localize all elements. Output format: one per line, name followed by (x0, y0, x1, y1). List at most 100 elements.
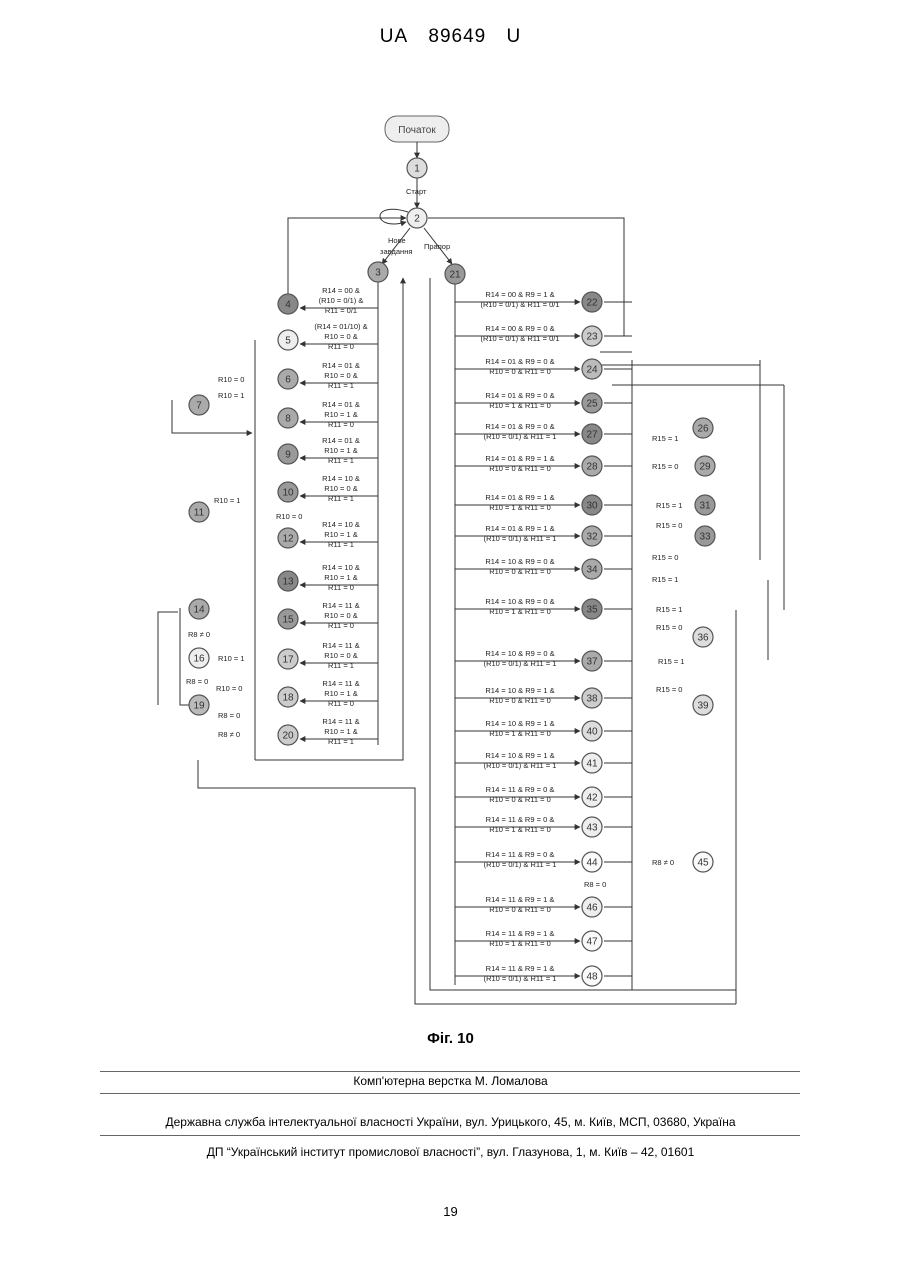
state-number: 33 (699, 532, 711, 543)
edge-condition-label: R15 = 0 (656, 685, 682, 694)
institute-address: ДП “Український інститут промислової вла… (0, 1145, 901, 1159)
right-condition-line: (R10 = 0/1) & R11 = 0/1 (480, 300, 559, 309)
right-condition-line: R10 = 0 & R11 = 0 (489, 464, 551, 473)
edge-condition-label: R10 = 1 (218, 654, 244, 663)
right-condition-line: R14 = 01 & R9 = 1 & (485, 524, 554, 533)
left-condition-line: R11 = 1 (328, 381, 354, 390)
right-condition-line: R14 = 10 & R9 = 1 & (485, 751, 554, 760)
state-node-47: 47 (582, 931, 602, 951)
left-condition-line: R14 = 11 & (322, 601, 359, 610)
edge-condition-label: R8 ≠ 0 (652, 858, 674, 867)
state-node-41: 41 (582, 753, 602, 773)
state-number: 29 (699, 462, 711, 473)
state-node-16: 16 (189, 648, 209, 668)
left-condition-line: R10 = 0 & (324, 611, 358, 620)
left-condition-line: R10 = 0 & (324, 332, 358, 341)
right-condition-line: R10 = 0 & R11 = 0 (489, 367, 551, 376)
left-condition-line: (R10 = 0/1) & (319, 296, 364, 305)
left-condition-line: R11 = 1 (328, 494, 354, 503)
right-condition-line: R10 = 1 & R11 = 0 (489, 825, 551, 834)
edge-condition-label: R10 = 0 (276, 512, 302, 521)
right-condition-line: R14 = 01 & R9 = 1 & (485, 454, 554, 463)
state-node-42: 42 (582, 787, 602, 807)
state-number: 30 (586, 501, 598, 512)
state-number: 4 (285, 300, 291, 311)
left-condition-line: R14 = 10 & (322, 520, 360, 529)
state-node-14: 14 (189, 599, 209, 619)
state-number: 10 (282, 488, 294, 499)
state-node-48: 48 (582, 966, 602, 986)
edge-condition-label: R8 = 0 (218, 711, 240, 720)
left-condition-line: R11 = 1 (328, 540, 354, 549)
edge-condition-label: R15 = 0 (656, 521, 682, 530)
right-condition-line: (R10 = 0/1) & R11 = 1 (484, 534, 557, 543)
state-node-22: 22 (582, 292, 602, 312)
state-number: 14 (193, 605, 205, 616)
state-node-37: 37 (582, 651, 602, 671)
right-condition-line: R14 = 01 & R9 = 0 & (485, 357, 554, 366)
state-number: 28 (586, 462, 598, 473)
left-condition-line: R14 = 10 & (322, 563, 360, 572)
right-condition-line: R14 = 10 & R9 = 0 & (485, 649, 554, 658)
left-condition-line: R14 = 01 & (322, 361, 360, 370)
state-node-25: 25 (582, 393, 602, 413)
state-node-11: 11 (189, 502, 209, 522)
state-number: 47 (586, 937, 598, 948)
left-condition-line: R11 = 0 (328, 699, 354, 708)
state-node-39: 39 (693, 695, 713, 715)
footer-divider-1 (100, 1071, 800, 1072)
right-condition-line: R14 = 11 & R9 = 1 & (486, 929, 555, 938)
footer-divider-2 (100, 1093, 800, 1094)
state-number: 17 (282, 655, 294, 666)
left-condition-line: R10 = 0 & (324, 371, 358, 380)
state-node-3: 3 (368, 262, 388, 282)
office-address: Державна служба інтелектуальної власност… (0, 1115, 901, 1129)
right-condition-line: R10 = 0 & R11 = 0 (489, 696, 551, 705)
state-number: 9 (285, 450, 291, 461)
left-condition-line: R10 = 1 & (324, 410, 358, 419)
edge-condition-label: R15 = 1 (658, 657, 684, 666)
state-number: 41 (586, 759, 598, 770)
state-number: 23 (586, 332, 598, 343)
state-node-36: 36 (693, 627, 713, 647)
left-condition-line: R10 = 1 & (324, 689, 358, 698)
start-label: Початок (398, 125, 436, 136)
left-condition-line: R14 = 11 & (322, 717, 359, 726)
layout-credit: Комп'ютерна верстка М. Ломалова (0, 1074, 901, 1088)
edge-condition-label: R8 ≠ 0 (218, 730, 240, 739)
connectors (158, 142, 784, 1004)
state-node-27: 27 (582, 424, 602, 444)
right-condition-line: R10 = 1 & R11 = 0 (489, 607, 551, 616)
edge-condition-label: R8 = 0 (584, 880, 606, 889)
left-condition-line: R14 = 10 & (322, 474, 360, 483)
state-node-43: 43 (582, 817, 602, 837)
state-number: 25 (586, 399, 598, 410)
state-node-15: 15 (278, 609, 298, 629)
state-node-21: 21 (445, 264, 465, 284)
edge-condition-label: R10 = 0 (218, 375, 244, 384)
left-condition-line: R11 = 0 (328, 583, 354, 592)
state-number: 1 (414, 164, 420, 175)
left-condition-line: R10 = 1 & (324, 530, 358, 539)
edge-condition-label: R15 = 0 (652, 462, 678, 471)
right-condition-line: R14 = 01 & R9 = 0 & (485, 422, 554, 431)
right-condition-line: R14 = 10 & R9 = 0 & (485, 597, 554, 606)
left-condition-line: R14 = 01 & (322, 436, 360, 445)
edge-condition-label: R15 = 1 (652, 434, 678, 443)
state-number: 15 (282, 615, 294, 626)
edge-condition-label: R15 = 1 (656, 501, 682, 510)
state-node-44: 44 (582, 852, 602, 872)
right-condition-line: (R10 = 0/1) & R11 = 1 (484, 761, 557, 770)
right-condition-line: R14 = 01 & R9 = 0 & (485, 391, 554, 400)
edge-condition-label: R8 = 0 (186, 677, 208, 686)
edge-label-start: Старт (406, 187, 427, 196)
right-condition-line: R14 = 11 & R9 = 0 & (486, 850, 555, 859)
state-number: 20 (282, 731, 294, 742)
state-number: 24 (586, 365, 598, 376)
state-number: 3 (375, 268, 381, 279)
state-node-13: 13 (278, 571, 298, 591)
edge-condition-label: R15 = 0 (656, 623, 682, 632)
state-number: 27 (586, 430, 598, 441)
state-node-23: 23 (582, 326, 602, 346)
state-node-31: 31 (695, 495, 715, 515)
